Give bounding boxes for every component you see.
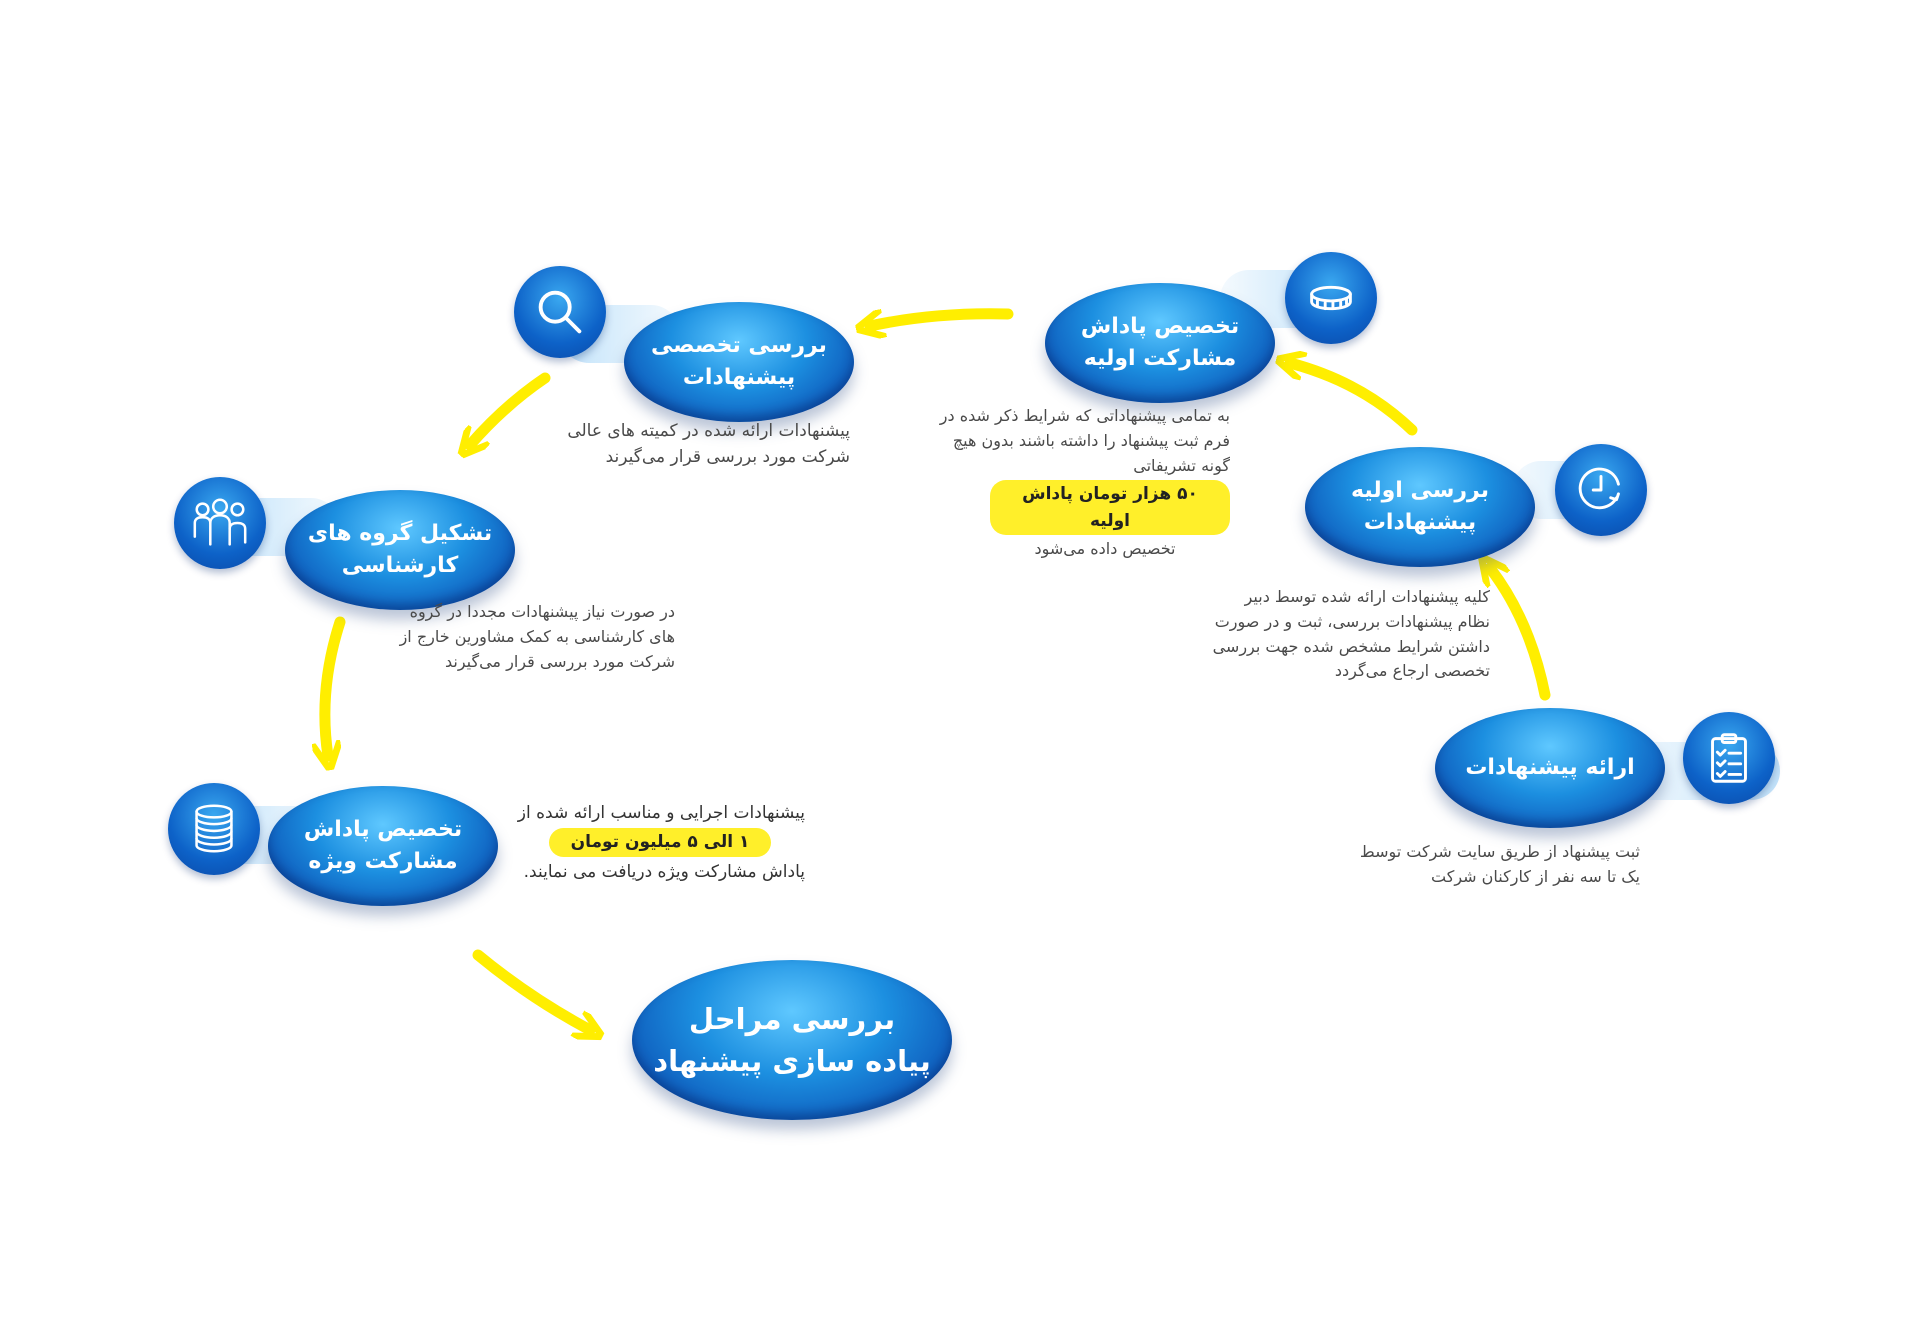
- magnifier-icon: [514, 266, 606, 358]
- description-line: شرکت مورد بررسی قرار می‌گیرند: [444, 651, 675, 671]
- node-expert-groups: تشکیل گروه های کارشناسی: [285, 490, 515, 610]
- description-line: تخصیص داده می‌شود: [1034, 539, 1176, 559]
- node-special-reward: تخصیص پاداش مشارکت ویژه: [268, 786, 498, 906]
- special-reward-description: پیشنهادات اجرایی و مناسب ارائه شده از ۱ …: [515, 800, 805, 885]
- node-title-line: پیاده سازی پیشنهاد: [653, 1044, 931, 1078]
- description-line: داشتن شرایط مشخص شده جهت بررسی: [1212, 636, 1490, 656]
- arrow-expert-groups-to-special-reward: [325, 616, 346, 756]
- description-line: های کارشناسی به کمک مشاورین خارج از: [399, 626, 675, 646]
- expert-groups-description: در صورت نیاز پیشنهادات مجددا در گروه های…: [350, 600, 675, 674]
- description-line: ثبت پیشنهاد از طریق سایت شرکت توسط: [1359, 842, 1640, 861]
- node-title-line: بررسی اولیه: [1351, 478, 1489, 504]
- clipboard-checklist-icon: [1683, 712, 1775, 804]
- reward-amount-highlight: ۱ الی ۵ میلیون تومان: [548, 828, 772, 857]
- expert-review-description: پیشنهادات ارائه شده در کمیته های عالی شر…: [535, 418, 850, 471]
- node-expert-review: بررسی تخصصی پیشنهادات: [624, 302, 854, 422]
- node-title-line: بررسی مراحل: [688, 1001, 896, 1036]
- arrow-expert-review-to-expert-groups: [470, 372, 551, 445]
- node-title-line: تشکیل گروه های: [307, 521, 493, 547]
- description-line: کلیه پیشنهادات ارائه شده توسط دبیر: [1244, 587, 1490, 606]
- node-title-line: تخصیص پاداش: [1080, 314, 1240, 340]
- node-title-line: مشارکت ویژه: [308, 849, 458, 874]
- description-line: تخصصی ارجاع می‌گردد: [1334, 661, 1490, 681]
- node-title-line: ارائه پیشنهادات: [1465, 755, 1635, 781]
- arrow-initial-review-to-initial-reward: [1290, 363, 1418, 436]
- description-line: گونه تشریفاتی: [1133, 455, 1230, 475]
- description-line: به تمامی پیشنهاداتی که شرایط ذکر شده در: [939, 406, 1230, 425]
- description-line: پیشنهادات اجرایی و مناسب ارائه شده از: [517, 803, 805, 823]
- coin-stack-icon: [168, 783, 260, 875]
- description-line: پاداش مشارکت ویژه دریافت می نمایند.: [523, 861, 805, 882]
- description-line: شرکت مورد بررسی قرار می‌گیرند: [605, 447, 850, 468]
- coin-icon: [1285, 252, 1377, 344]
- arrow-submit-to-initial-review: [1490, 568, 1551, 701]
- node-title-line: مشارکت اولیه: [1083, 346, 1237, 371]
- description-line: فرم ثبت پیشنهاد را داشته باشند بدون هیچ: [952, 430, 1230, 450]
- node-title-line: پیشنهادات: [1363, 510, 1477, 535]
- arrow-special-reward-to-implementation: [472, 949, 590, 1030]
- node-title-line: پیشنهادات: [682, 365, 796, 390]
- node-title-line: کارشناسی: [341, 553, 459, 578]
- node-initial-review: بررسی اولیه پیشنهادات: [1305, 447, 1535, 567]
- description-line: یک تا سه نفر از کارکنان شرکت: [1431, 866, 1640, 886]
- node-initial-reward: تخصیص پاداش مشارکت اولیه: [1045, 283, 1275, 403]
- initial-review-description: کلیه پیشنهادات ارائه شده توسط دبیر نظام …: [1188, 585, 1490, 684]
- node-title-line: بررسی تخصصی: [651, 333, 827, 359]
- node-submit-suggestions: ارائه پیشنهادات: [1435, 708, 1665, 828]
- reward-amount-highlight: ۵۰ هزار تومان پاداش اولیه: [990, 480, 1230, 536]
- arrow-initial-reward-to-expert-review: [870, 308, 1014, 326]
- node-title-line: تخصیص پاداش: [303, 817, 463, 843]
- description-line: در صورت نیاز پیشنهادات مجددا در گروه: [409, 602, 675, 621]
- clock-refresh-icon: [1555, 444, 1647, 536]
- initial-reward-description: به تمامی پیشنهاداتی که شرایط ذکر شده در …: [920, 404, 1230, 562]
- node-implementation-stages: بررسی مراحل پیاده سازی پیشنهاد: [632, 960, 952, 1120]
- people-group-icon: [174, 477, 266, 569]
- submit-description: ثبت پیشنهاد از طریق سایت شرکت توسط یک تا…: [1338, 840, 1640, 890]
- description-line: پیشنهادات ارائه شده در کمیته های عالی: [567, 421, 850, 441]
- description-line: نظام پیشنهادات بررسی، ثبت و در صورت: [1214, 611, 1490, 631]
